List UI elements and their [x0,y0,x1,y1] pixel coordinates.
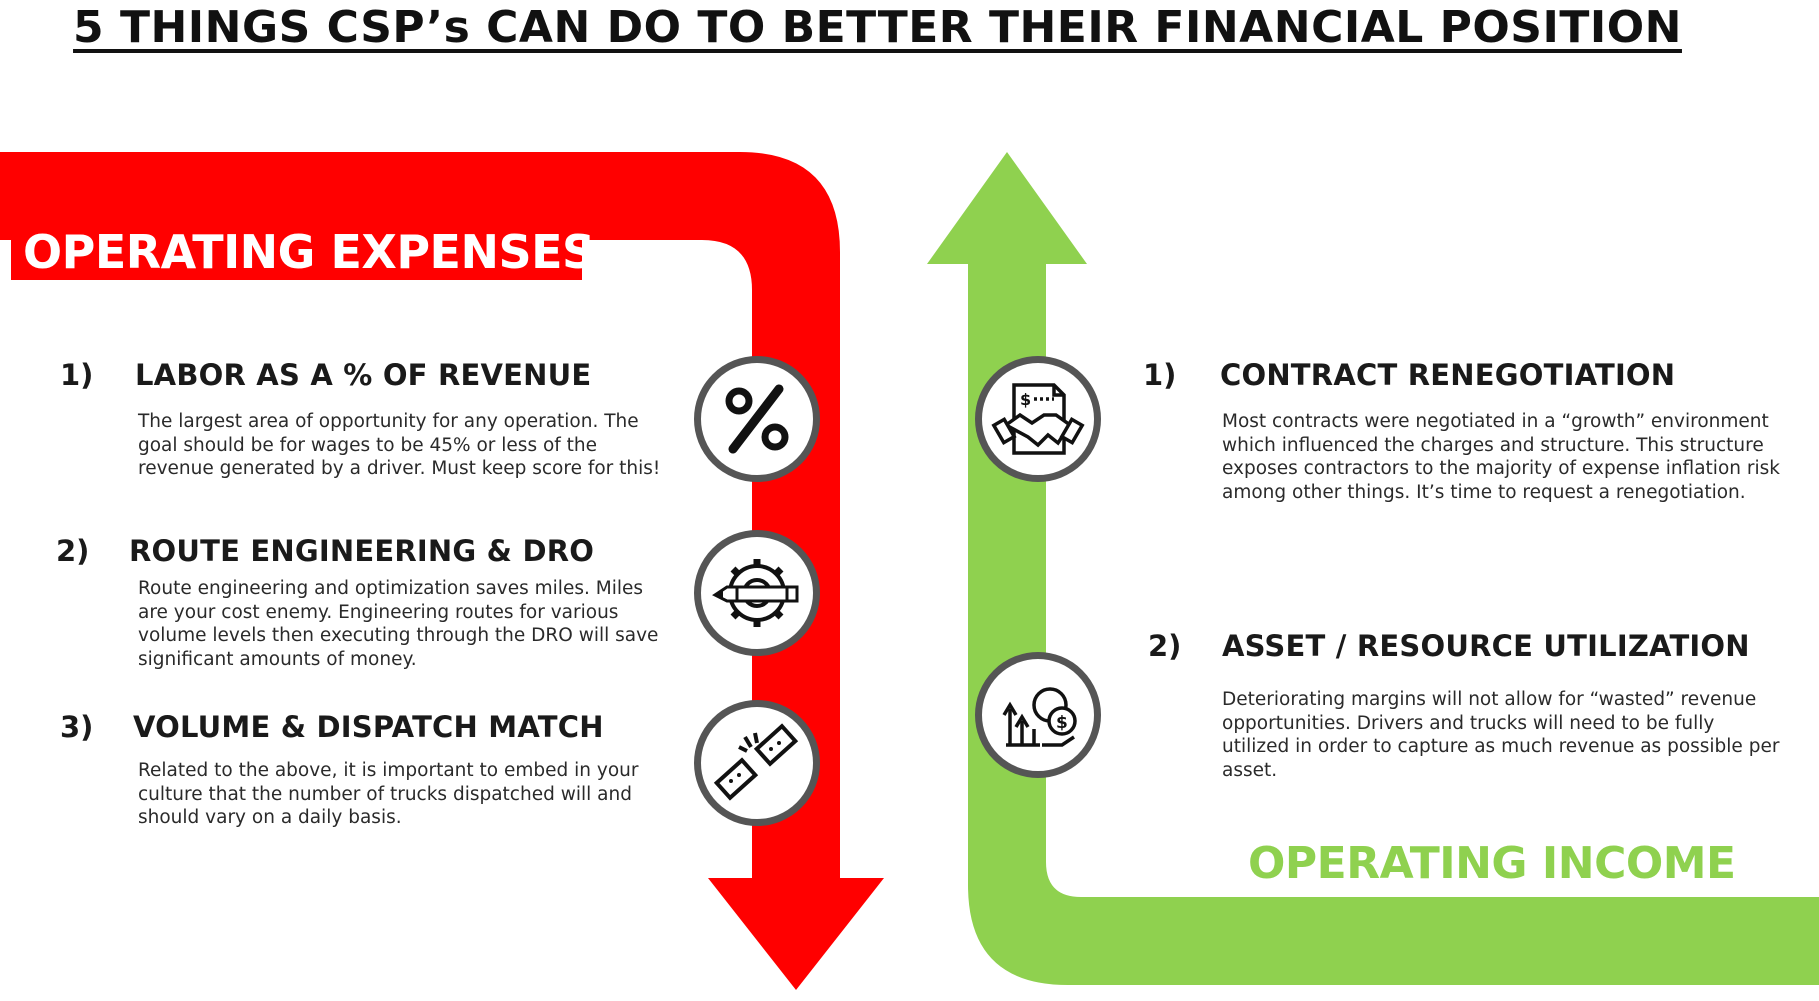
expense-item-1-heading: LABOR AS A % OF REVENUE [135,358,592,392]
puzzle-match-icon [694,700,820,826]
expense-item-3-number: 3) [60,710,94,744]
page-title: 5 THINGS CSP’s CAN DO TO BETTER THEIR FI… [73,2,1682,53]
svg-text:$: $ [1056,713,1068,733]
income-item-1-body: Most contracts were negotiated in a “gro… [1222,411,1780,503]
expense-item-2-heading: ROUTE ENGINEERING & DRO [129,534,595,568]
operating-expenses-label: OPERATING EXPENSES [11,224,595,280]
income-item-1-heading: CONTRACT RENEGOTIATION [1220,358,1676,392]
svg-text:$: $ [1020,390,1031,409]
income-arrow [927,152,1819,985]
expense-item-2-body: Route engineering and optimization saves… [138,578,659,670]
income-item-2-body: Deteriorating margins will not allow for… [1222,689,1780,781]
income-item-2-number: 2) [1148,629,1182,663]
expense-item-1-body: The largest area of opportunity for any … [138,411,661,479]
gear-pencil-icon [694,530,820,656]
expense-item-3-body: Related to the above, it is important to… [138,760,639,828]
contract-handshake-icon: $ [975,356,1101,482]
expense-item-3-heading: VOLUME & DISPATCH MATCH [133,710,604,744]
operating-income-label: OPERATING INCOME [1248,838,1736,889]
percent-icon [694,356,820,482]
expense-item-2-number: 2) [56,534,90,568]
money-growth-icon: $ [975,652,1101,778]
expense-item-1-number: 1) [60,358,94,392]
income-item-2-heading: ASSET / RESOURCE UTILIZATION [1222,629,1750,663]
income-item-1-number: 1) [1143,358,1177,392]
